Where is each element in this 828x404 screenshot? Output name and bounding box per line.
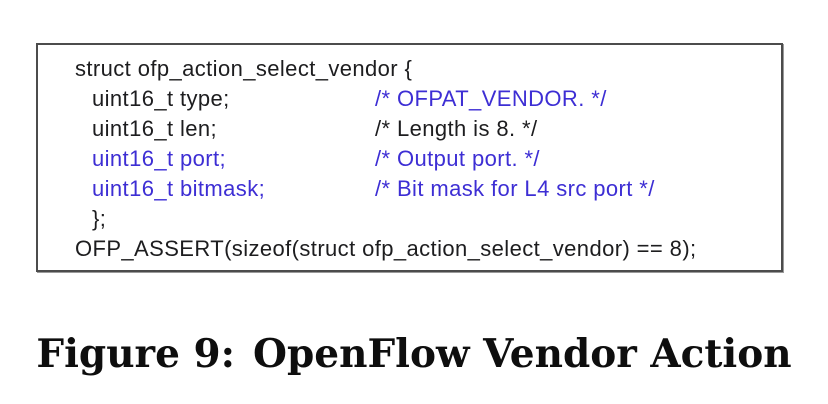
code-decl: struct ofp_action_select_vendor { [75,56,413,81]
code-decl: uint16_t len; [92,116,218,141]
code-comment: /* Length is 8. */ [375,116,538,141]
code-line: struct ofp_action_select_vendor { [75,54,773,84]
code-comment: /* Output port. */ [375,146,540,171]
figure-caption-label: Figure 9: [36,331,236,377]
code-line: OFP_ASSERT(sizeof(struct ofp_action_sele… [75,234,773,264]
code-line: uint16_t len; /* Length is 8. */ [75,114,773,144]
code-decl: uint16_t port; [92,146,227,171]
code-decl: OFP_ASSERT(sizeof(struct ofp_action_sele… [75,236,697,261]
code-comment: /* OFPAT_VENDOR. */ [375,86,607,111]
figure-caption: Figure 9: OpenFlow Vendor Action [0,330,828,378]
code-figure-box: struct ofp_action_select_vendor { uint16… [36,43,783,272]
code-line: uint16_t port; /* Output port. */ [75,144,773,174]
code-line: uint16_t type; /* OFPAT_VENDOR. */ [75,84,773,114]
code-decl: uint16_t type; [92,86,230,111]
figure-caption-title: OpenFlow Vendor Action [253,331,792,377]
code-comment: /* Bit mask for L4 src port */ [375,176,655,201]
code-line: uint16_t bitmask; /* Bit mask for L4 src… [75,174,773,204]
code-decl: }; [92,206,107,231]
code-line: }; [75,204,773,234]
code-decl: uint16_t bitmask; [92,176,266,201]
